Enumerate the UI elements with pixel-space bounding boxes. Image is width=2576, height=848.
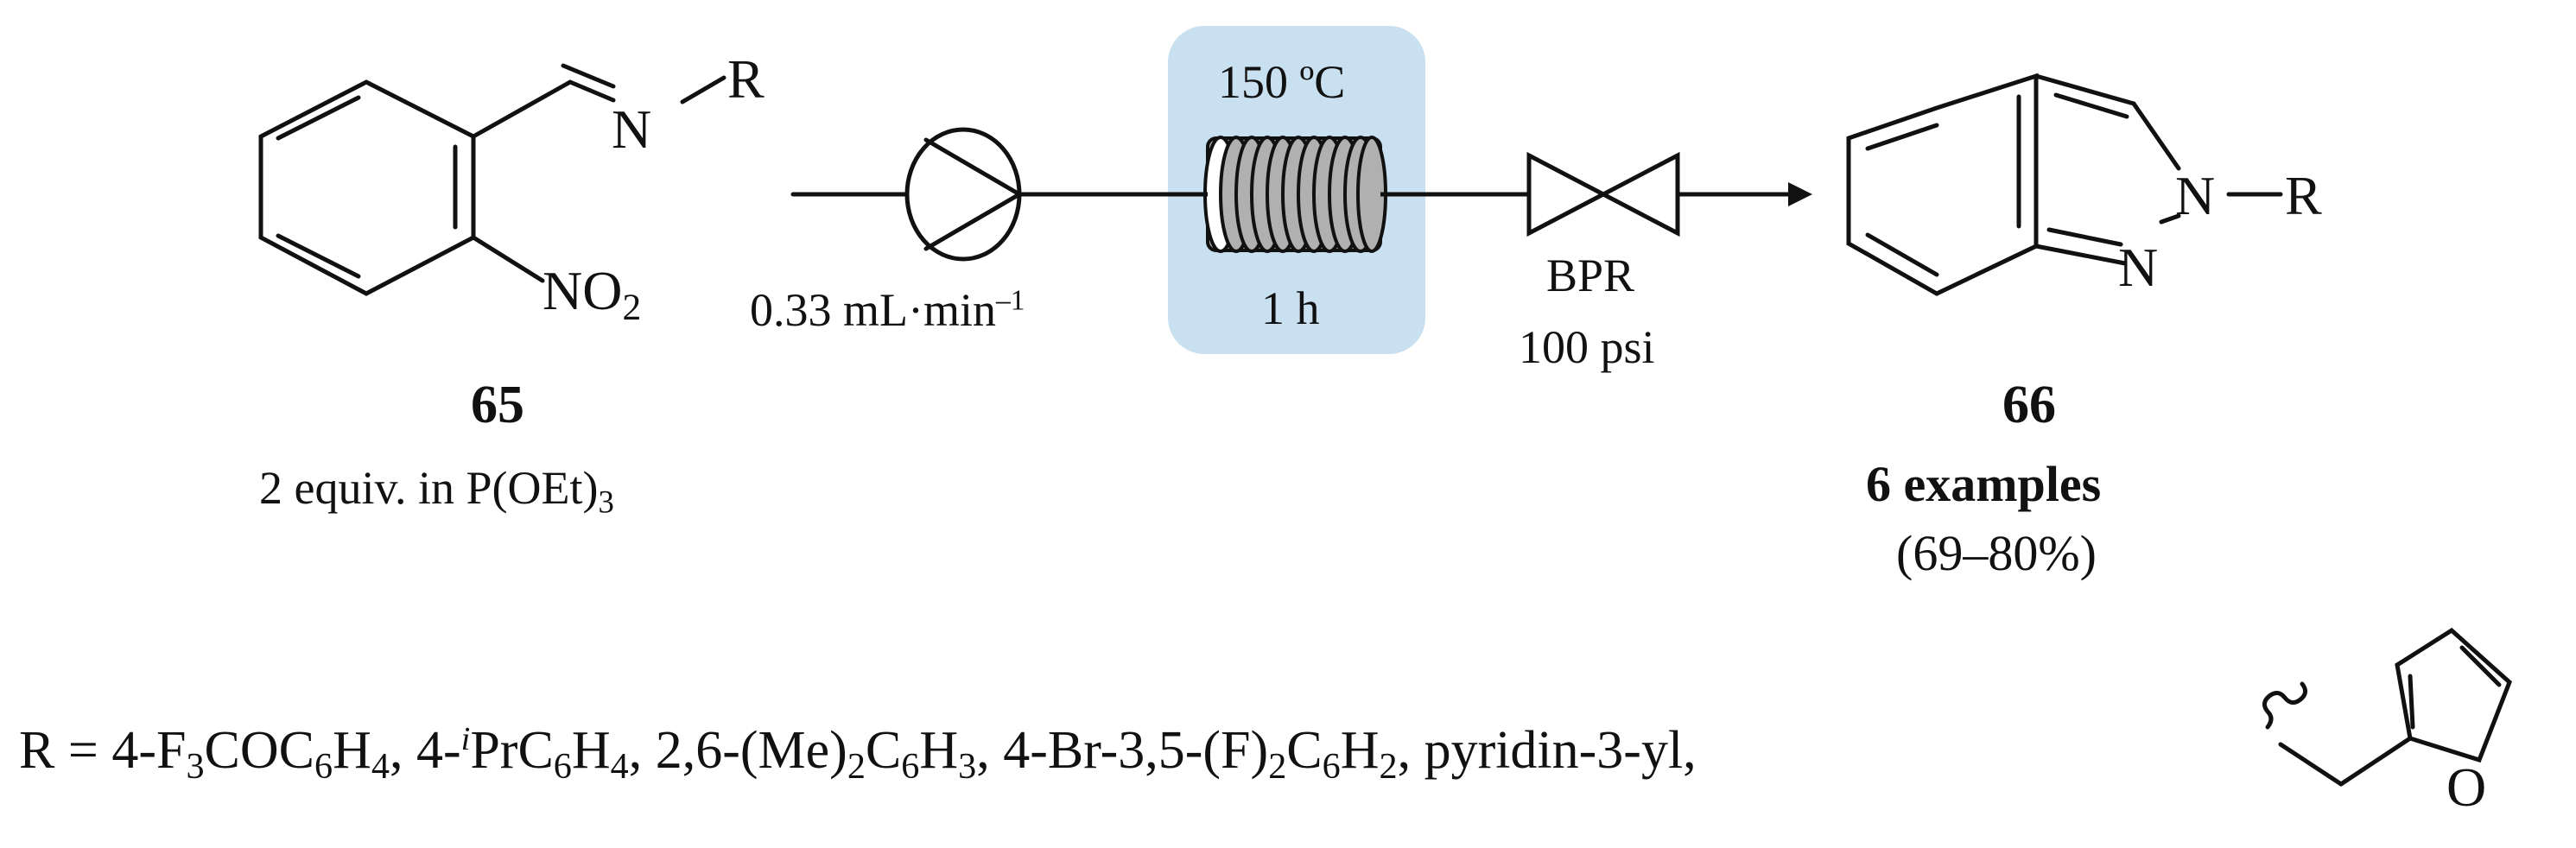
back-pressure-regulator-icon <box>1526 151 1680 237</box>
compound-66-number: 66 <box>2002 376 2056 434</box>
pressure-label: 100 psi <box>1519 321 1655 373</box>
reaction-arrow-head <box>1788 182 1812 206</box>
furanylmethyl-structure <box>2262 627 2512 787</box>
coil-reactor-icon <box>1203 136 1387 253</box>
imine-nitrogen-label: N <box>612 98 652 160</box>
nitro-group-label: NO2 <box>542 260 642 329</box>
compound-65-structure <box>258 63 726 296</box>
flow-rate-label: 0.33 mL·min–1 <box>750 284 1025 336</box>
residence-time-label: 1 h <box>1261 282 1320 334</box>
r-group-label-65: R <box>727 48 765 110</box>
compound-66-structure <box>1846 73 2283 296</box>
indazole-n1-label: N <box>2118 237 2159 298</box>
r-group-list: 4-F3COC6H4, 4-iPrC6H4, 2,6-(Me)2C6H3, 4-… <box>111 720 1697 787</box>
wavy-bond-icon <box>2262 681 2307 730</box>
examples-count: 6 examples <box>1866 456 2102 512</box>
pump-icon <box>904 127 1022 262</box>
compound-65-conditions: 2 equiv. in P(OEt)3 <box>259 462 614 520</box>
indazole-n2-label: N <box>2175 165 2216 226</box>
r-group-definitions: R = 4-F3COC6H4, 4-iPrC6H4, 2,6-(Me)2C6H3… <box>19 720 1697 787</box>
yield-range: (69–80%) <box>1896 525 2097 581</box>
r-group-label-66: R <box>2285 165 2322 226</box>
temperature-label: 150 ºC <box>1218 56 1346 108</box>
bpr-label: BPR <box>1546 250 1635 301</box>
furan-oxygen-label: O <box>2446 756 2487 818</box>
compound-65-number: 65 <box>471 376 524 434</box>
r-group-prefix: R = <box>19 721 112 780</box>
